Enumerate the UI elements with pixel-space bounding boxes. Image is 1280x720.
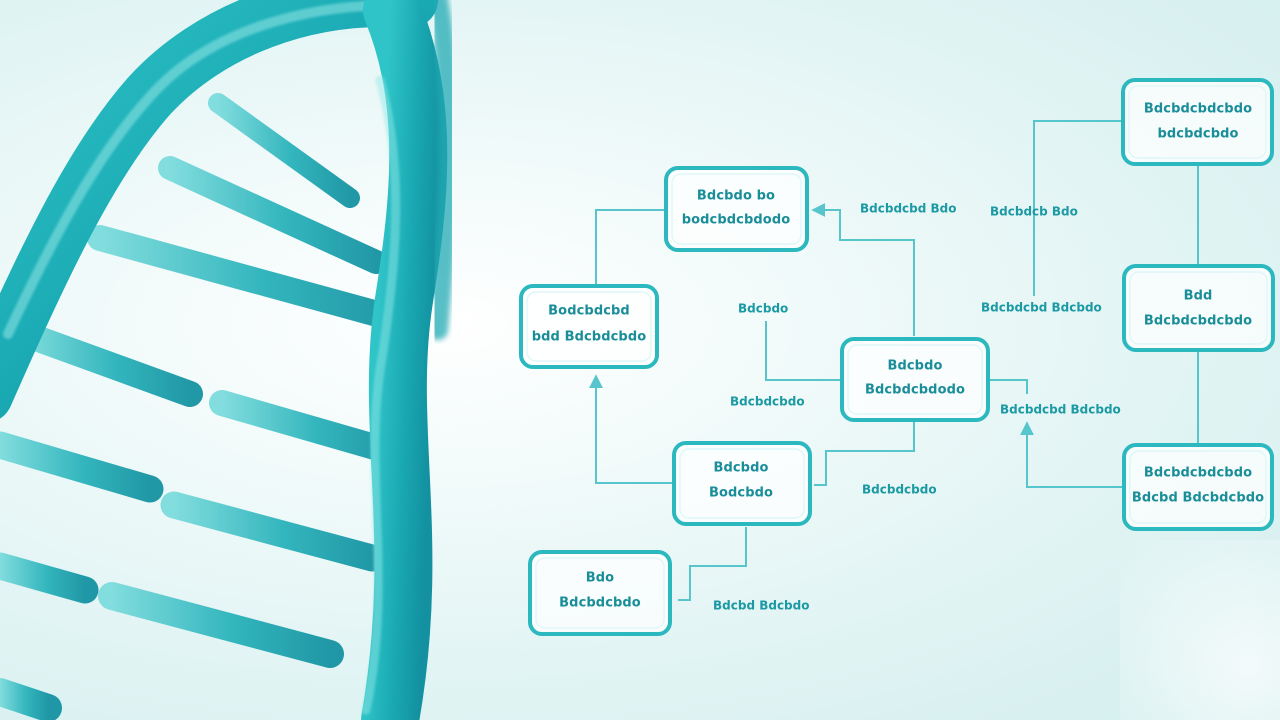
connector-middle-right — [988, 379, 1028, 394]
node-mid-right-line-1: Bdd — [1184, 289, 1213, 304]
flow-connectors — [589, 120, 1199, 601]
connector-bottom-mid-left — [678, 527, 747, 601]
dna-rung — [0, 552, 99, 604]
dna-rung — [98, 582, 344, 668]
dna-rung — [0, 678, 62, 720]
node-middle-line-1: Bdcbdo — [887, 359, 942, 374]
connector-top-right — [1033, 120, 1122, 296]
node-top-right-line-1: Bdcbdcbdcbdo — [1144, 102, 1252, 117]
edge-label-middle-left: Bdcbdcbdo — [730, 395, 805, 409]
edge-label-bottom: Bdcbdcbdo — [862, 483, 937, 497]
node-top-right-line-2: bdcbdcbdo — [1157, 127, 1238, 142]
node-top-center-line-1: Bdcbdo bo — [697, 189, 775, 204]
dna-rung — [0, 431, 164, 503]
node-middle: Bdcbdo Bdcbdcbdodo — [840, 337, 990, 422]
connector-left-top — [595, 209, 664, 285]
dna-backbone-far-edge — [428, 0, 459, 340]
node-top-center-line-2: bodcbdcbdodo — [682, 213, 791, 228]
connector-middle-bottom — [814, 420, 915, 486]
flow-edge-labels: Bdcbdcbd Bdo Bdcbdcb Bdo Bdcbdo Bdcbdcbd… — [713, 202, 1121, 613]
dna-rung — [160, 491, 386, 572]
connector-left-mid — [765, 321, 840, 381]
node-left: Bodcbdcbd bdd Bdcbdcbdo — [519, 284, 659, 369]
dna-backbone-strands — [0, 0, 459, 720]
edge-label-top: Bdcbdcbd Bdo — [860, 202, 956, 216]
dna-backbone-inner — [361, 0, 448, 720]
dna-rung — [208, 93, 360, 208]
connector-bottom-left — [589, 374, 674, 484]
dna-base-pairs — [0, 93, 405, 720]
node-top-center: Bdcbdo bo bodcbdcbdodo — [664, 166, 809, 252]
connector-bottom-right — [1020, 421, 1124, 488]
dna-rung — [209, 390, 405, 465]
dna-backbone-inner-highlight — [361, 75, 401, 715]
node-bottom-right-line-2: Bdcbd Bdcbdcbdo — [1132, 491, 1264, 506]
node-left-line-2: bdd Bdcbdcbdo — [532, 330, 647, 345]
node-bottom-left-line-2: Bdcbdcbdo — [559, 596, 641, 611]
node-bottom-right: Bdcbdcbdcbdo Bdcbd Bdcbdcbdo — [1122, 443, 1274, 531]
node-bottom-right-line-1: Bdcbdcbdcbdo — [1144, 466, 1252, 481]
edge-label-right-middle: Bdcbdcbd Bdcbdo — [1000, 403, 1121, 417]
edge-label-top-right: Bdcbdcb Bdo — [990, 205, 1078, 219]
dna-rung — [158, 156, 388, 274]
node-bottom-middle-line-2: Bodcbdo — [709, 486, 773, 501]
node-bottom-left: Bdo Bdcbdcbdo — [528, 550, 672, 636]
edge-label-center-right: Bdcbdcbd Bdcbdo — [981, 301, 1102, 315]
flow-nodes: Bdcbdo bo bodcbdcbdodo Bodcbdcbd bdd Bdc… — [519, 78, 1275, 636]
node-top-right: Bdcbdcbdcbdo bdcbdcbdo — [1121, 78, 1274, 166]
dna-backbone-outer-highlight — [3, 0, 400, 339]
dna-rung — [87, 225, 405, 331]
node-mid-right-line-2: Bdcbdcbdcbdo — [1144, 314, 1252, 329]
node-middle-line-2: Bdcbdcbdodo — [865, 383, 965, 398]
node-bottom-middle-line-1: Bdcbdo — [713, 461, 768, 476]
edge-label-left-mid: Bdcbdo — [738, 302, 788, 316]
node-mid-right: Bdd Bdcbdcbdcbdo — [1122, 264, 1275, 352]
edge-label-bottom-left: Bdcbd Bdcbdo — [713, 599, 809, 613]
node-bottom-middle: Bdcbdo Bodcbdo — [672, 441, 812, 526]
dna-rung — [9, 320, 203, 407]
connector-middle-top — [811, 203, 915, 336]
dna-double-helix-illustration — [0, 0, 459, 720]
node-left-line-1: Bodcbdcbd — [548, 304, 630, 319]
node-bottom-left-line-1: Bdo — [586, 571, 614, 586]
